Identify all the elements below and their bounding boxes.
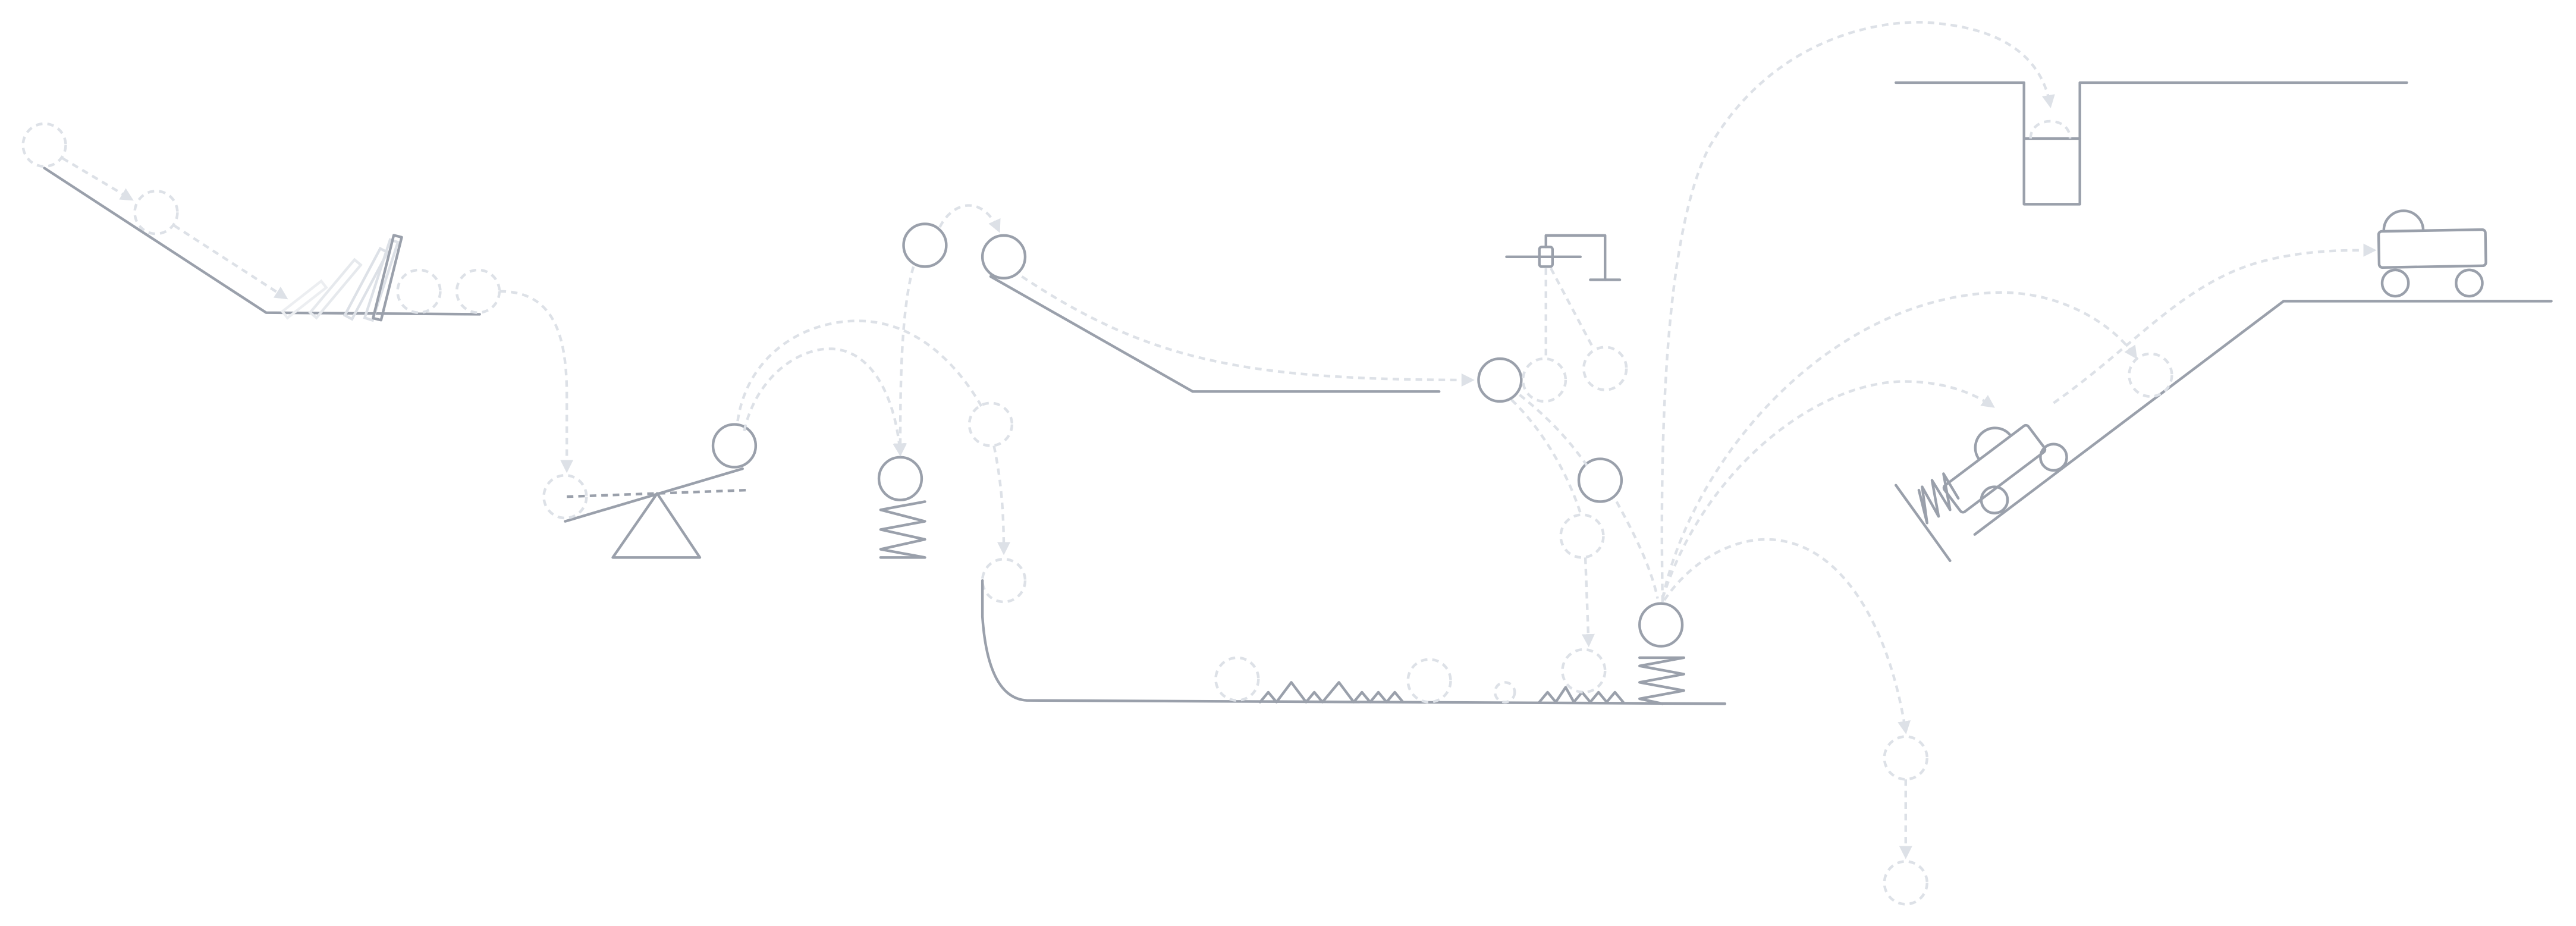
ghost-ball	[1561, 648, 1607, 694]
ball	[711, 423, 758, 469]
ghost-ball	[396, 268, 442, 314]
spikes	[1214, 648, 1625, 704]
ghost-ball	[133, 190, 179, 236]
seesaw	[542, 319, 984, 559]
ghost-ball	[967, 401, 1014, 447]
ball	[1577, 457, 1623, 503]
switch-lever	[1477, 234, 1659, 648]
ghost-ball	[542, 474, 588, 520]
ghost-ball	[981, 557, 1027, 604]
ghost-ball	[1214, 656, 1260, 702]
drop-chute	[967, 401, 1727, 705]
ghost-ball	[1559, 513, 1605, 559]
ramp-2	[989, 275, 1475, 393]
incline	[1895, 243, 2553, 563]
ball	[1638, 602, 1684, 648]
cup	[1895, 81, 2408, 206]
spring-launcher	[877, 204, 1027, 559]
ghost-ball	[1883, 735, 1928, 781]
spring-launcher-2	[1638, 21, 2138, 906]
ball	[981, 234, 1027, 280]
ghost-ball	[1521, 357, 1567, 403]
ball	[1477, 357, 1523, 403]
ghost-ball	[21, 122, 67, 168]
ghost-ball	[2128, 352, 2173, 398]
ball	[877, 456, 923, 501]
dominoes	[280, 234, 574, 473]
goal-car	[2377, 209, 2487, 298]
ghost-ball	[1582, 346, 1628, 391]
ghost-ball	[1493, 681, 1516, 704]
ghost-ball	[455, 268, 501, 314]
ghost-ball	[1406, 658, 1452, 704]
ghost-ball	[1883, 860, 1928, 906]
car	[1942, 423, 2047, 514]
start-ramp	[21, 122, 481, 316]
ball	[902, 222, 948, 268]
